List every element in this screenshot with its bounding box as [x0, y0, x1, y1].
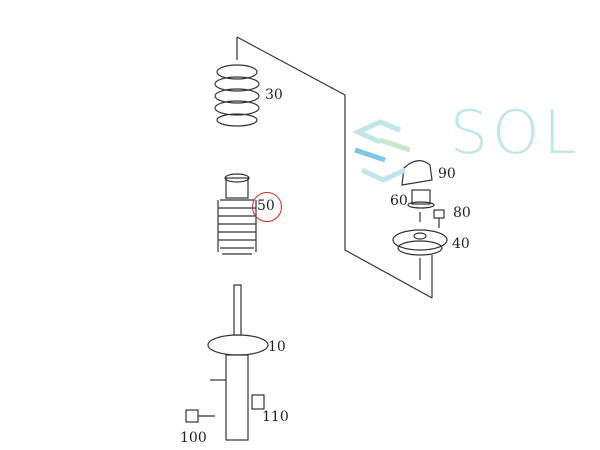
- part-label-40: 40: [452, 236, 470, 252]
- coil-spring: [214, 64, 260, 127]
- assembly-plane-outline: [236, 36, 433, 299]
- watermark-text: SOL: [450, 98, 581, 168]
- part-label-60: 60: [390, 193, 408, 209]
- top-bolt: [433, 209, 445, 228]
- top-nut: [407, 189, 435, 209]
- bump-stop-boot: [217, 173, 257, 255]
- bottom-nut: [251, 394, 265, 410]
- bottom-bolt: [185, 409, 215, 423]
- shock-absorber-strut: [207, 284, 269, 441]
- watermark-logo-icon: [351, 119, 411, 183]
- part-label-100: 100: [180, 430, 207, 446]
- part-label-30: 30: [265, 87, 283, 103]
- top-cap: [401, 160, 433, 186]
- part-label-10: 10: [268, 339, 286, 355]
- part-label-110: 110: [262, 409, 289, 425]
- part-label-50: 50: [257, 198, 275, 214]
- strut-top-mount: [392, 212, 448, 280]
- part-label-80: 80: [453, 205, 471, 221]
- part-label-90: 90: [438, 166, 456, 182]
- highlight-circle: [252, 192, 282, 222]
